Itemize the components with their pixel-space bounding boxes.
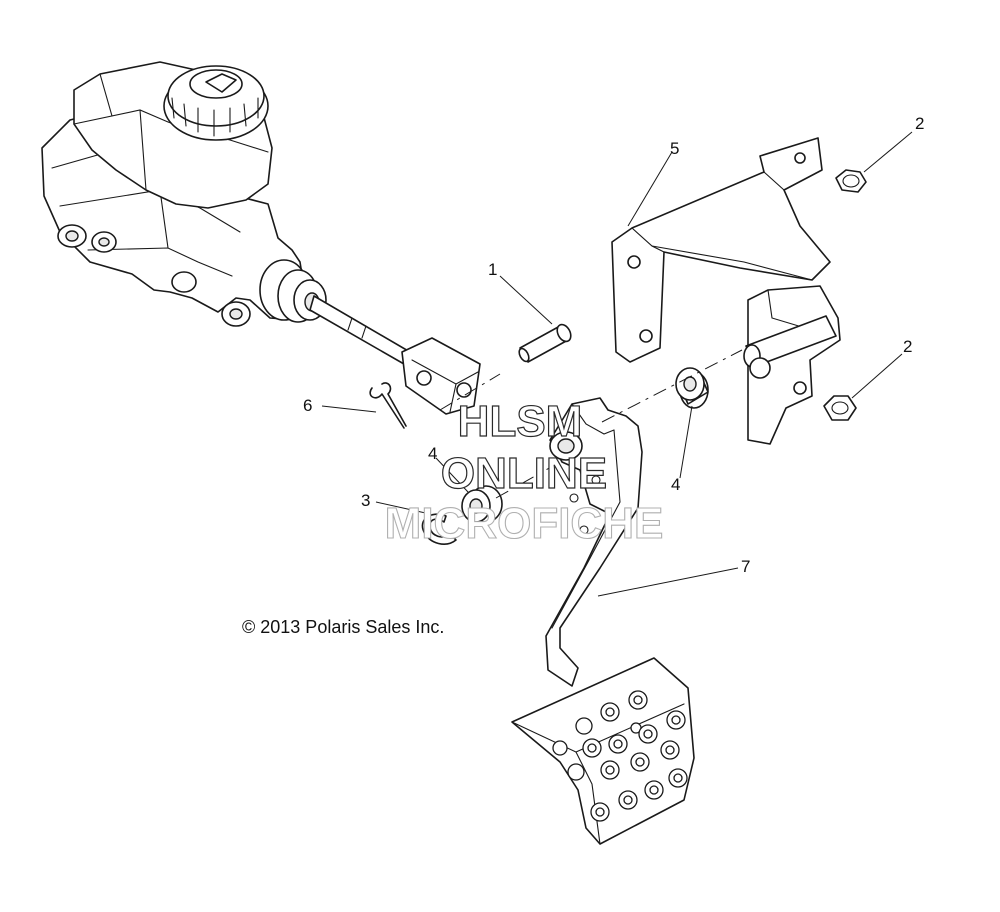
retaining-clip bbox=[421, 513, 457, 545]
watermark: HLSM ONLINE MICROFICHE bbox=[384, 396, 664, 548]
bushing-right bbox=[675, 367, 709, 409]
leader-line bbox=[851, 353, 903, 399]
watermark-line-1: HLSM bbox=[458, 397, 583, 446]
brake-pedal bbox=[511, 397, 695, 845]
hex-nut-lower bbox=[823, 395, 857, 421]
callout-3: 3 bbox=[361, 491, 370, 510]
callout-4-right: 4 bbox=[671, 475, 680, 494]
leader-line bbox=[435, 457, 469, 493]
callout-2-upper: 2 bbox=[915, 114, 924, 133]
callout-2-lower: 2 bbox=[903, 337, 912, 356]
callout-7: 7 bbox=[741, 557, 750, 576]
cotter-pin bbox=[369, 382, 407, 429]
assembly-axis-line bbox=[601, 349, 743, 423]
leader-line bbox=[321, 405, 377, 413]
leader-line bbox=[863, 131, 913, 173]
callout-5: 5 bbox=[670, 139, 679, 158]
leader-line bbox=[597, 567, 739, 597]
pedal-bracket bbox=[611, 137, 841, 445]
callout-1: 1 bbox=[488, 260, 497, 279]
bushing-left bbox=[461, 485, 503, 523]
callout-4-left: 4 bbox=[428, 444, 437, 463]
leader-line bbox=[375, 501, 431, 515]
callout-6: 6 bbox=[303, 396, 312, 415]
assembly-axis-line bbox=[439, 373, 501, 411]
leader-line bbox=[627, 151, 673, 227]
hex-nut-upper bbox=[835, 169, 867, 193]
clevis-pin bbox=[518, 323, 572, 363]
master-cylinder bbox=[41, 61, 481, 415]
copyright-notice: © 2013 Polaris Sales Inc. bbox=[242, 617, 444, 637]
watermark-line-2: ONLINE bbox=[441, 449, 607, 498]
assembly-axis-line bbox=[495, 461, 561, 499]
watermark-line-3: MICROFICHE bbox=[385, 499, 664, 548]
leader-line bbox=[679, 405, 693, 479]
leader-line bbox=[499, 275, 553, 325]
